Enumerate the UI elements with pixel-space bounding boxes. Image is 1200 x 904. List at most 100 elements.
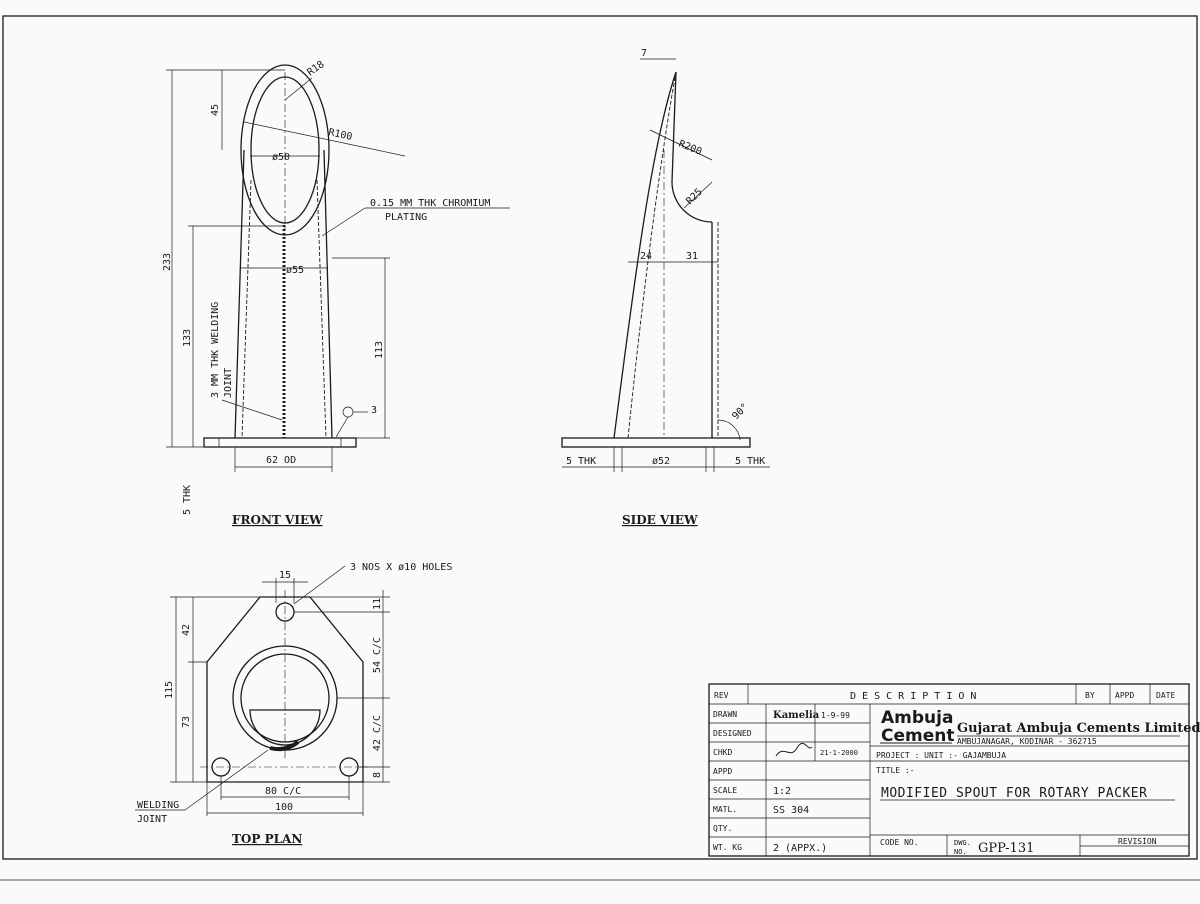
tb-designed-label: DESIGNED <box>713 729 752 738</box>
dim-r100-leader <box>243 121 406 157</box>
title-block: REV D E S C R I P T I O N BY APPD DATE D… <box>708 683 1200 857</box>
tb-project: PROJECT : UNIT :- GAJAMBUJA <box>876 751 1006 760</box>
weld-leader <box>221 399 283 421</box>
dim-r200: R200 <box>677 139 703 158</box>
dim-73: 73 <box>181 716 192 728</box>
side-inner-curve <box>627 71 677 439</box>
dim-cc80: 80 C/C <box>265 786 301 797</box>
tb-by-label: BY <box>1085 691 1095 700</box>
dim-d55: ø55 <box>286 265 304 276</box>
front-body-right-edge <box>323 149 333 439</box>
top-plan: 15 3 NOS X ø10 HOLES 115 42 73 11 54 C/C… <box>135 562 452 846</box>
tb-company-name: Gujarat Ambuja Cements Limited <box>957 721 1200 736</box>
tb-chkd-label: CHKD <box>713 748 732 757</box>
dim-cc42: 42 C/C <box>372 715 383 751</box>
dim-5thk-side-left: 5 THK <box>566 456 596 467</box>
dim-45: 45 <box>210 104 221 116</box>
tb-drawn-by: Kamelia <box>773 710 820 721</box>
side-outer-curve <box>613 71 677 439</box>
top-weld-note: WELDING <box>137 800 179 811</box>
plating-note-2: PLATING <box>385 212 427 223</box>
angle-arc <box>717 419 741 441</box>
tb-drawn-label: DRAWN <box>713 710 737 719</box>
top-spout-opening <box>249 709 321 746</box>
front-body-inner-left <box>241 179 252 439</box>
dim-100: 100 <box>275 802 293 813</box>
front-body-left-edge <box>234 149 245 439</box>
side-view-title: SIDE VIEW <box>622 513 698 527</box>
weld-symbol-arrow <box>335 416 349 438</box>
logo-cement: Cement <box>881 726 954 746</box>
dim-8: 8 <box>372 772 383 778</box>
tb-date-label: DATE <box>1156 691 1175 700</box>
tb-scale-value: 1:2 <box>773 786 791 797</box>
weld-symbol-circle <box>342 406 354 418</box>
weld-symbol-size: 3 <box>371 405 377 416</box>
dim-cc54: 54 C/C <box>372 637 383 673</box>
dim-115: 115 <box>164 681 175 699</box>
tb-rev-label: REV <box>714 691 729 700</box>
side-front-edge <box>671 71 677 183</box>
tb-dwg-label-1: DWG. <box>954 839 971 847</box>
holes-note: 3 NOS X ø10 HOLES <box>350 562 452 573</box>
dim-113: 113 <box>374 341 385 359</box>
dim-5thk-front: 5 THK <box>182 485 193 515</box>
tb-code-no-label: CODE NO. <box>880 838 919 847</box>
front-body-inner-right <box>316 179 327 439</box>
tb-matl-label: MATL. <box>713 805 737 814</box>
top-plan-title: TOP PLAN <box>232 832 302 846</box>
tb-dwg-no: GPP-131 <box>978 841 1034 856</box>
tb-weight-value: 2 (APPX.) <box>773 843 827 854</box>
tb-title-label: TITLE :- <box>876 766 915 775</box>
top-weld-bead <box>269 740 300 752</box>
tb-drawing-title: MODIFIED SPOUT FOR ROTARY PACKER <box>881 786 1147 801</box>
tb-dwg-label-2: NO. <box>954 848 967 856</box>
dim-r18-leader <box>284 77 313 101</box>
tb-wt-label: WT. KG <box>713 843 742 852</box>
dim-31: 31 <box>686 251 698 262</box>
dim-r25-leader <box>683 181 713 209</box>
plating-leader <box>321 207 366 237</box>
tb-appd-row-label: APPD <box>713 767 732 776</box>
side-base-plate <box>561 437 751 448</box>
dim-62od: 62 OD <box>266 455 296 466</box>
dim-7: 7 <box>641 48 647 59</box>
side-view: 7 R200 R25 24 31 5 THK ø52 5 THK 90° SID… <box>561 48 770 527</box>
weld-note: 3 MM THK WELDING <box>210 302 221 398</box>
tb-revision-label: REVISION <box>1118 837 1157 846</box>
dim-11: 11 <box>372 598 383 610</box>
sheet-border <box>2 15 1198 860</box>
top-weld-leader <box>184 749 269 811</box>
weld-note-2: JOINT <box>223 368 234 398</box>
logo-ambuja: Ambuja <box>881 708 953 728</box>
dim-42a: 42 <box>181 624 192 636</box>
tb-address: AMBUJANAGAR, KODINAR - 362715 <box>957 737 1097 746</box>
dim-angle: 90° <box>730 402 751 423</box>
front-view-title: FRONT VIEW <box>232 513 323 527</box>
dim-15: 15 <box>279 570 291 581</box>
title-block-frame <box>708 683 1190 857</box>
dim-24: 24 <box>640 251 652 262</box>
top-weld-note-2: JOINT <box>137 814 167 825</box>
side-r25-arc <box>671 181 713 223</box>
dim-233: 233 <box>162 253 173 271</box>
tb-scale-label: SCALE <box>713 786 737 795</box>
tb-drawn-date: 1-9-99 <box>821 711 850 720</box>
tb-qty-label: QTY. <box>713 824 732 833</box>
tb-appd-label: APPD <box>1115 691 1134 700</box>
plating-note: 0.15 MM THK CHROMIUM <box>370 198 490 209</box>
front-view: 233 133 45 113 R18 R100 ø50 ø55 62 OD 5 … <box>162 59 510 527</box>
tb-material-value: SS 304 <box>773 805 809 816</box>
tb-checker-signature <box>775 742 813 757</box>
tb-chkd-date: 21-1-2000 <box>820 749 858 757</box>
holes-leader <box>293 565 346 605</box>
front-base-plate <box>203 437 357 448</box>
dim-d50: ø50 <box>272 152 290 163</box>
dim-r18: R18 <box>305 59 326 78</box>
dim-r25: R25 <box>684 187 705 208</box>
dim-r100: R100 <box>327 127 353 143</box>
dim-d52: ø52 <box>652 456 670 467</box>
dim-133: 133 <box>182 329 193 347</box>
